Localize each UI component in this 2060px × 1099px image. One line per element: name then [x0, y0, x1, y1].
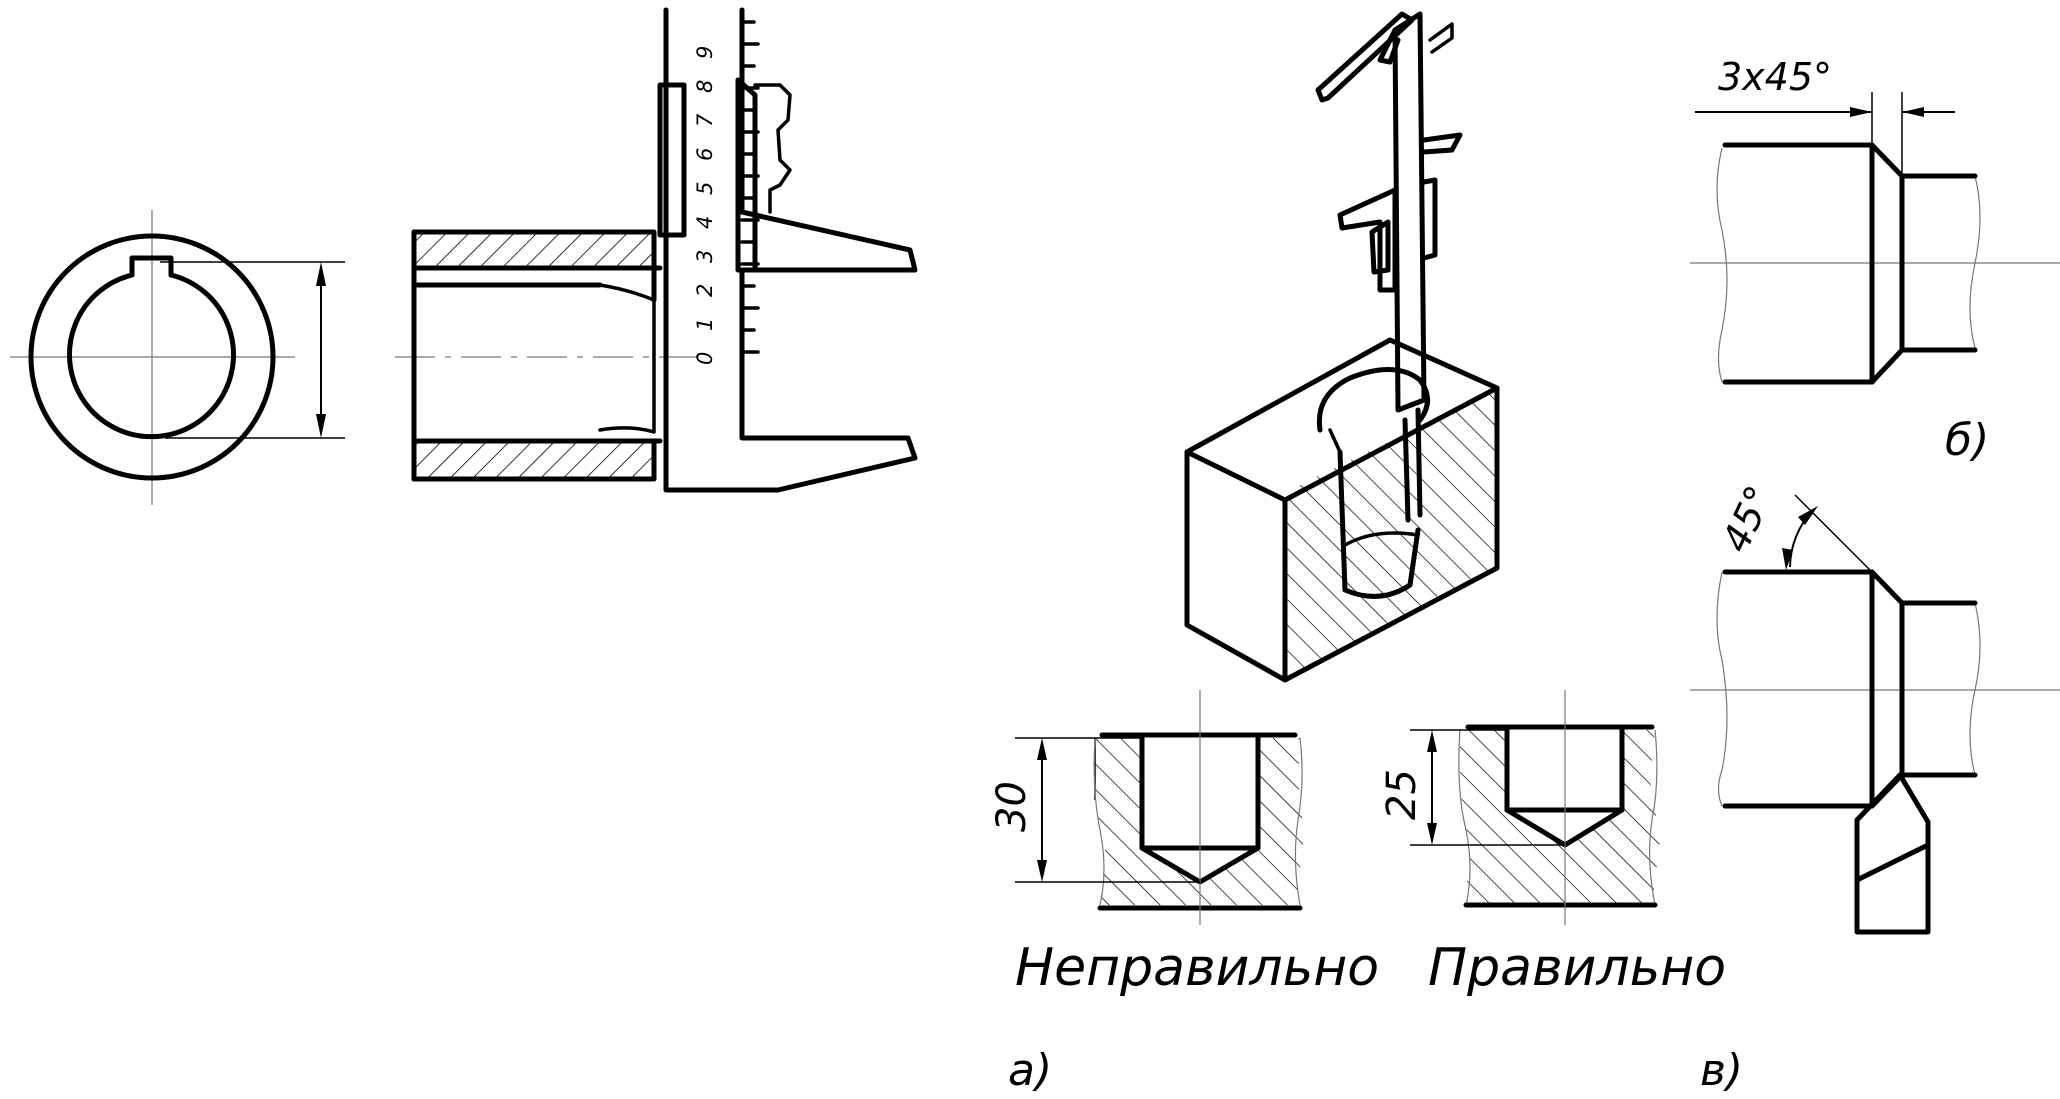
hole-section-wrong: 30 Неправильно [989, 690, 1379, 998]
figure-label-v: в) [1700, 1045, 1743, 1096]
depth-dimension-right: 25 [1379, 729, 1565, 846]
scale-num-4: 4 [693, 216, 717, 229]
vernier-caliper-outside: 0 1 2 3 4 5 6 7 8 9 [657, 7, 918, 493]
figure-label-a: а) [1008, 1045, 1052, 1096]
figure-label-b: б) [1945, 415, 1989, 466]
chamfer-dim-label: 3x45° [1718, 55, 1832, 99]
scale-num-7: 7 [693, 113, 717, 127]
scale-num-2: 2 [693, 284, 717, 297]
scale-num-9: 9 [693, 46, 717, 59]
scale-num-1: 1 [693, 318, 717, 331]
ring-diameter-dimension [160, 261, 345, 439]
scale-num-0: 0 [693, 352, 717, 365]
chamfer-view-b: 3x45° б) [1690, 55, 2060, 466]
label-right: Правильно [1428, 938, 1726, 998]
chamfer-view-v: 45° в) [1690, 479, 2060, 1096]
scale-num-3: 3 [693, 250, 717, 263]
keyed-ring-view [10, 210, 345, 505]
depth-dimension-wrong: 30 [989, 737, 1200, 883]
caliper-scale-numbers: 0 1 2 3 4 5 6 7 8 9 [693, 46, 717, 365]
cutting-tool [1854, 772, 1931, 935]
label-wrong: Неправильно [1015, 938, 1379, 998]
scale-num-6: 6 [693, 148, 717, 161]
scale-num-8: 8 [693, 80, 717, 93]
angle-dim-label: 45° [1713, 479, 1781, 559]
block-depth-measurement [1184, 11, 1500, 683]
depth-caliper [1315, 11, 1463, 523]
depth-right-label: 25 [1379, 769, 1425, 820]
chamfer-dimension: 3x45° [1695, 55, 1955, 176]
scale-num-5: 5 [693, 182, 717, 195]
sleeve-section [395, 229, 700, 482]
hole-section-right: 25 Правильно [1379, 690, 1726, 998]
caliper-ticks [740, 20, 760, 354]
depth-wrong-label: 30 [989, 781, 1035, 832]
angle-dimension: 45° [1713, 479, 1873, 573]
